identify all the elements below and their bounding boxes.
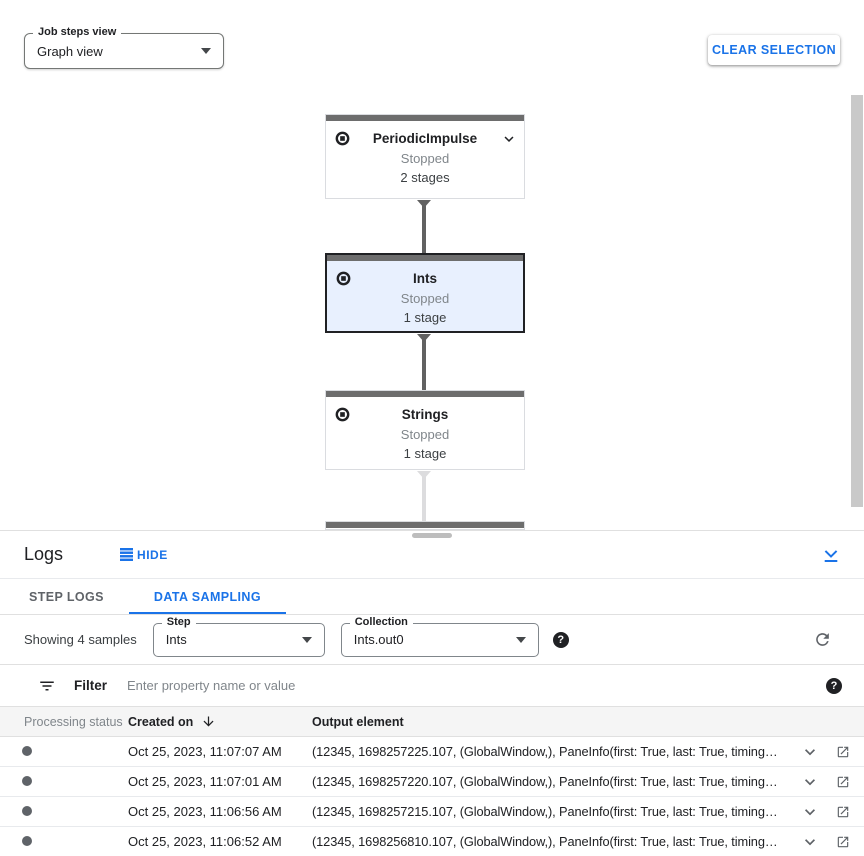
- clear-selection-button[interactable]: CLEAR SELECTION: [708, 35, 840, 65]
- node-top-bar: [326, 391, 524, 397]
- table-row: Oct 25, 2023, 11:07:07 AM (12345, 169825…: [0, 737, 864, 767]
- edge-line: [422, 334, 426, 390]
- column-header-processing-status: Processing status: [24, 714, 123, 729]
- node-top-bar: [326, 115, 524, 121]
- collection-select-label: Collection: [349, 615, 413, 628]
- list-lines-icon: [120, 548, 134, 561]
- node-stages: 1 stage: [403, 446, 447, 461]
- expand-row-chevron-icon[interactable]: [800, 802, 820, 822]
- processing-status-dot: [22, 836, 32, 846]
- collapse-panel-button[interactable]: [822, 546, 840, 564]
- created-on-value: Oct 25, 2023, 11:06:56 AM: [128, 804, 282, 819]
- node-top-bar: [326, 522, 524, 528]
- refresh-button[interactable]: [813, 630, 832, 649]
- output-element-value: (12345, 1698257225.107, (GlobalWindow,),…: [312, 744, 778, 759]
- node-status: Stopped: [400, 291, 450, 306]
- job-steps-view-select-label: Job steps view: [33, 26, 122, 38]
- job-steps-view-select-value: Graph view: [37, 43, 103, 59]
- logs-panel: Logs HIDE STEP LOGS DATA SAMPLING Showin…: [0, 530, 864, 856]
- stopped-status-icon: [336, 271, 351, 286]
- expand-row-chevron-icon[interactable]: [800, 742, 820, 762]
- filter-bar: Filter ?: [0, 665, 864, 707]
- graph-scrollbar[interactable]: [851, 95, 863, 507]
- graph-node-ints[interactable]: Ints Stopped 1 stage: [325, 253, 525, 333]
- collection-select-value: Ints.out0: [353, 632, 404, 647]
- filter-icon: [38, 677, 56, 695]
- node-title: Strings: [401, 407, 449, 422]
- node-stages: 2 stages: [400, 170, 450, 185]
- table-header: Processing status Created on Output elem…: [0, 707, 864, 737]
- edge-line: [422, 200, 426, 253]
- table-row: Oct 25, 2023, 11:06:56 AM (12345, 169825…: [0, 797, 864, 827]
- sort-descending-icon[interactable]: [201, 714, 216, 729]
- help-icon[interactable]: ?: [826, 677, 842, 694]
- logs-tabs: STEP LOGS DATA SAMPLING: [0, 579, 864, 615]
- node-status: Stopped: [400, 151, 450, 166]
- panel-drag-handle[interactable]: [412, 533, 452, 538]
- open-in-new-icon[interactable]: [836, 835, 850, 849]
- step-select-value: Ints: [165, 632, 187, 647]
- tab-step-logs[interactable]: STEP LOGS: [29, 589, 104, 604]
- samples-count-text: Showing 4 samples: [24, 632, 137, 647]
- tab-data-sampling[interactable]: DATA SAMPLING: [129, 579, 286, 614]
- sampling-controls: Showing 4 samples Step Ints Collection I…: [0, 615, 864, 665]
- logs-panel-title: Logs: [24, 544, 64, 564]
- stopped-status-icon: [335, 131, 350, 146]
- dropdown-caret-icon: [301, 636, 312, 643]
- collection-select[interactable]: Collection Ints.out0: [340, 615, 539, 657]
- output-element-value: (12345, 1698256810.107, (GlobalWindow,),…: [312, 834, 778, 849]
- graph-node-strings[interactable]: Strings Stopped 1 stage: [325, 390, 525, 470]
- node-stages: 1 stage: [403, 310, 447, 325]
- created-on-value: Oct 25, 2023, 11:07:07 AM: [128, 744, 282, 759]
- job-graph-canvas[interactable]: Job steps view Graph view CLEAR SELECTIO…: [0, 0, 864, 530]
- step-select[interactable]: Step Ints: [152, 615, 325, 657]
- logs-header: Logs HIDE: [0, 531, 864, 579]
- graph-edge: [412, 471, 436, 521]
- chevron-down-icon[interactable]: [500, 130, 518, 148]
- filter-label: Filter: [74, 678, 108, 693]
- open-in-new-icon[interactable]: [836, 745, 850, 759]
- step-select-label: Step: [161, 615, 196, 628]
- created-on-value: Oct 25, 2023, 11:06:52 AM: [128, 834, 282, 849]
- dropdown-caret-icon: [201, 48, 211, 54]
- hide-logs-button[interactable]: HIDE: [120, 548, 168, 562]
- created-on-value: Oct 25, 2023, 11:07:01 AM: [128, 774, 282, 789]
- dropdown-caret-icon: [515, 636, 526, 643]
- collapse-chevron-icon: [822, 549, 840, 567]
- column-header-output-element: Output element: [312, 714, 404, 729]
- help-icon[interactable]: ?: [552, 631, 569, 648]
- stopped-status-icon: [335, 407, 350, 422]
- node-title: PeriodicImpulse: [372, 131, 478, 146]
- processing-status-dot: [22, 776, 32, 786]
- edge-line: [422, 471, 426, 521]
- column-header-created-on[interactable]: Created on: [128, 714, 312, 729]
- expand-row-chevron-icon[interactable]: [800, 772, 820, 792]
- node-top-bar: [327, 255, 523, 261]
- graph-edge: [412, 200, 436, 253]
- table-row: Oct 25, 2023, 11:06:52 AM (12345, 169825…: [0, 827, 864, 856]
- graph-edge: [412, 334, 436, 390]
- node-status: Stopped: [400, 427, 450, 442]
- node-title: Ints: [412, 271, 437, 286]
- graph-node-periodicimpulse[interactable]: PeriodicImpulse Stopped 2 stages: [325, 114, 525, 199]
- open-in-new-icon[interactable]: [836, 805, 850, 819]
- job-steps-view-select[interactable]: Job steps view Graph view: [24, 26, 224, 69]
- table-row: Oct 25, 2023, 11:07:01 AM (12345, 169825…: [0, 767, 864, 797]
- output-element-value: (12345, 1698257220.107, (GlobalWindow,),…: [312, 774, 778, 789]
- graph-node-partial[interactable]: [325, 521, 525, 530]
- processing-status-dot: [22, 806, 32, 816]
- expand-row-chevron-icon[interactable]: [800, 832, 820, 852]
- hide-logs-label: HIDE: [137, 547, 168, 562]
- filter-input[interactable]: [127, 678, 826, 693]
- output-element-value: (12345, 1698257215.107, (GlobalWindow,),…: [312, 804, 778, 819]
- processing-status-dot: [22, 746, 32, 756]
- open-in-new-icon[interactable]: [836, 775, 850, 789]
- created-on-label: Created on: [128, 714, 194, 729]
